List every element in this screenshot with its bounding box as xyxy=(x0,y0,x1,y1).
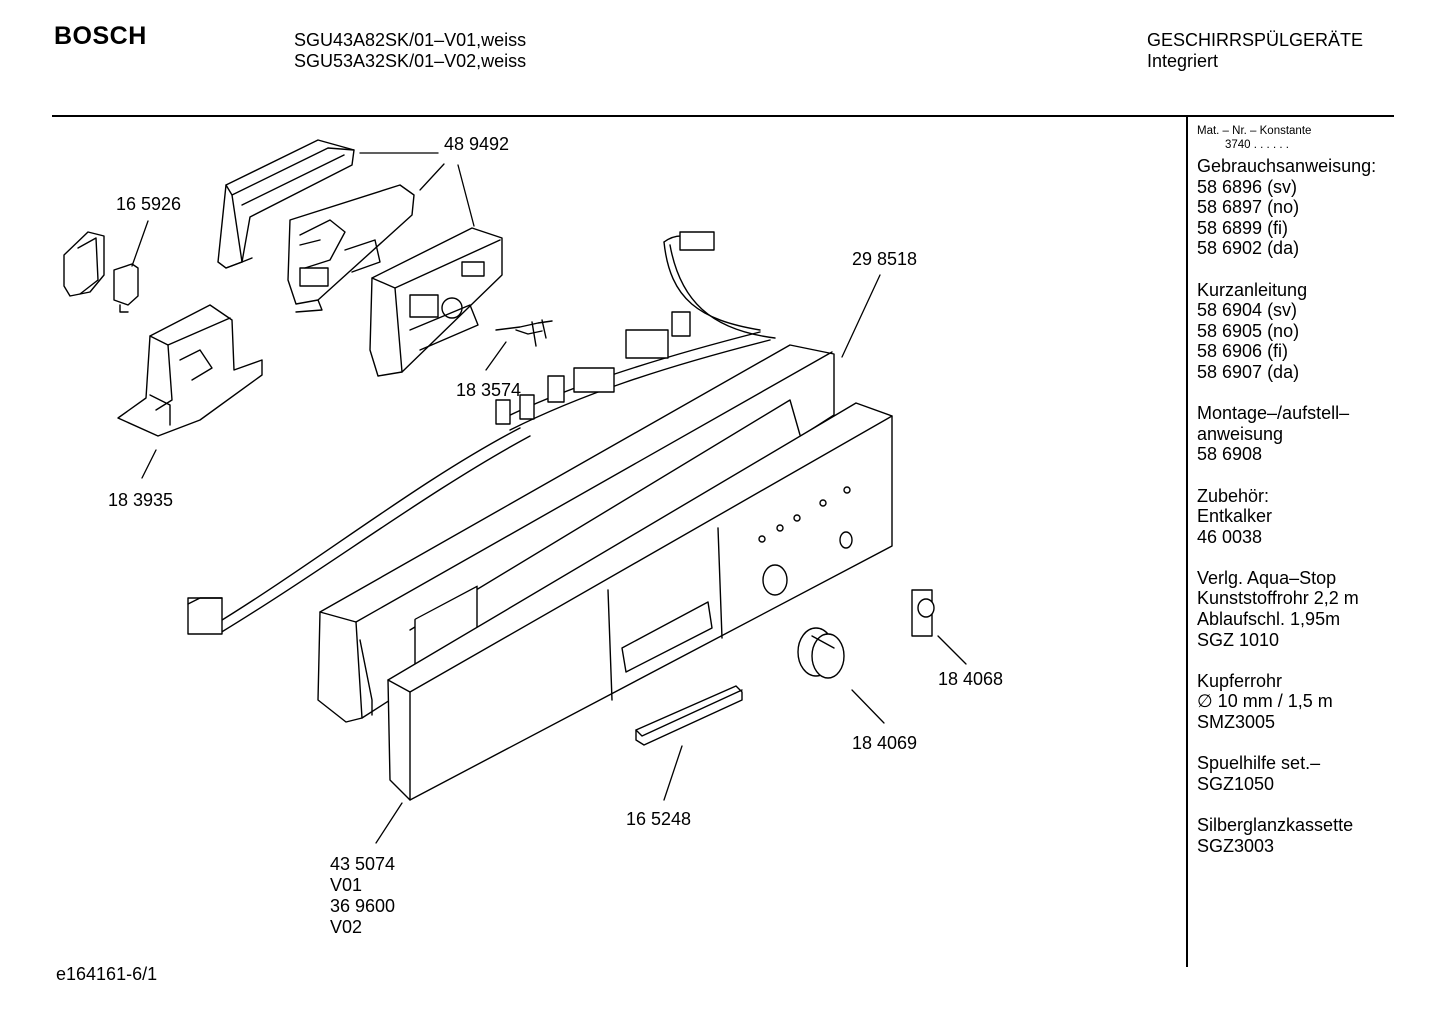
label-line: V01 xyxy=(330,875,363,895)
sidebar-line: SGZ 1010 xyxy=(1197,629,1280,650)
model-line: SGU53A32SK/01–V02,weiss xyxy=(294,51,527,71)
accessory-sidebar: Mat. – Nr. – Konstante 3740 . . . . . . … xyxy=(1197,124,1376,877)
sidebar-line: 58 6907 (da) xyxy=(1197,361,1300,382)
label-part-165248: 16 5248 xyxy=(626,809,692,829)
mat-nr-value: 3740 . . . . . . xyxy=(1225,139,1289,151)
label-part-183574: 18 3574 xyxy=(456,380,522,400)
sidebar-line: Montage–/aufstell– xyxy=(1197,403,1350,424)
sidebar-line: Verlg. Aqua–Stop xyxy=(1197,567,1337,588)
sidebar-line: Entkalker xyxy=(1197,506,1273,527)
header-rule xyxy=(52,115,1394,117)
sidebar-line: 58 6905 (no) xyxy=(1197,320,1300,341)
part-rotary-knob xyxy=(797,627,845,679)
part-clip-cap xyxy=(63,231,139,313)
sidebar-line: 58 6908 xyxy=(1197,444,1263,465)
sidebar-line: 58 6897 (no) xyxy=(1197,197,1300,218)
model-line: SGU43A82SK/01–V01,weiss xyxy=(294,30,527,50)
label-part-165926: 16 5926 xyxy=(116,194,182,214)
part-front-panel xyxy=(387,402,893,801)
label-part-184069: 18 4069 xyxy=(852,733,918,753)
sidebar-line: Kupferrohr xyxy=(1197,670,1283,691)
sidebar-line: Ablaufschl. 1,95m xyxy=(1197,609,1341,630)
sidebar-line: Spuelhilfe set.– xyxy=(1197,753,1321,774)
part-frame-harness xyxy=(187,231,835,723)
label-part-489492: 48 9492 xyxy=(444,134,510,154)
sidebar-group-accessory: Zubehör: Entkalker 46 0038 xyxy=(1197,486,1376,548)
sidebar-line: Kurzanleitung xyxy=(1197,279,1308,300)
sidebar-line: SMZ3005 xyxy=(1197,712,1276,733)
sidebar-group-quickguide: Kurzanleitung 58 6904 (sv) 58 6905 (no) … xyxy=(1197,280,1376,383)
part-control-unit xyxy=(369,227,503,377)
part-housing-cover xyxy=(217,139,355,269)
part-handle-strip xyxy=(635,685,743,746)
leader-lines xyxy=(131,152,967,844)
sidebar-line: Zubehör: xyxy=(1197,485,1270,506)
sidebar-line: 58 6902 (da) xyxy=(1197,238,1300,259)
part-push-button xyxy=(911,589,935,637)
part-control-module xyxy=(287,184,415,313)
part-sensor xyxy=(495,319,553,347)
label-line: 43 5074 xyxy=(330,854,396,874)
label-part-298518: 29 8518 xyxy=(852,249,918,269)
mat-nr-label: Mat. – Nr. – Konstante xyxy=(1197,125,1312,137)
brand-logo: BOSCH xyxy=(54,22,147,50)
model-numbers: SGU43A82SK/01–V01,weiss SGU53A32SK/01–V0… xyxy=(294,30,526,72)
sidebar-line: 46 0038 xyxy=(1197,526,1263,547)
category-line: Integriert xyxy=(1147,51,1219,71)
sidebar-line: 58 6906 (fi) xyxy=(1197,341,1289,362)
sidebar-rule xyxy=(1186,117,1188,967)
label-line: 36 9600 xyxy=(330,896,396,916)
sidebar-line: anweisung xyxy=(1197,423,1284,444)
category-line: GESCHIRRSPÜLGERÄTE xyxy=(1147,30,1364,50)
label-part-435074: 43 5074 V01 36 9600 V02 xyxy=(330,854,395,938)
sidebar-group-rinse-aid: Spuelhilfe set.– SGZ1050 xyxy=(1197,753,1376,794)
label-line: V02 xyxy=(330,917,363,937)
sidebar-group-manual: Gebrauchsanweisung: 58 6896 (sv) 58 6897… xyxy=(1197,156,1376,259)
sidebar-line: 58 6899 (fi) xyxy=(1197,217,1289,238)
sidebar-line: 58 6904 (sv) xyxy=(1197,300,1298,321)
label-part-183935: 18 3935 xyxy=(108,490,174,510)
sidebar-group-copper-pipe: Kupferrohr ∅ 10 mm / 1,5 m SMZ3005 xyxy=(1197,671,1376,733)
sidebar-line: 58 6896 (sv) xyxy=(1197,176,1298,197)
exploded-view-drawing xyxy=(63,139,967,844)
sidebar-line: ∅ 10 mm / 1,5 m xyxy=(1197,691,1333,712)
sidebar-group-installation: Montage–/aufstell– anweisung 58 6908 xyxy=(1197,403,1376,465)
sidebar-line: SGZ1050 xyxy=(1197,773,1275,794)
product-category: GESCHIRRSPÜLGERÄTE Integriert xyxy=(1147,30,1363,72)
sidebar-line: Silberglanzkassette xyxy=(1197,815,1354,835)
sidebar-line: SGZ3003 xyxy=(1197,835,1275,856)
sidebar-group-aquastop: Verlg. Aqua–Stop Kunststoffrohr 2,2 m Ab… xyxy=(1197,568,1376,650)
drawing-id: e164161-6/1 xyxy=(56,964,158,984)
part-bracket xyxy=(117,304,263,437)
sidebar-line: Gebrauchsanweisung: xyxy=(1197,156,1377,176)
label-part-184068: 18 4068 xyxy=(938,669,1004,689)
sidebar-group-silver-cassette: Silberglanzkassette SGZ3003 xyxy=(1197,815,1376,856)
sidebar-line: Kunststoffrohr 2,2 m xyxy=(1197,588,1359,609)
